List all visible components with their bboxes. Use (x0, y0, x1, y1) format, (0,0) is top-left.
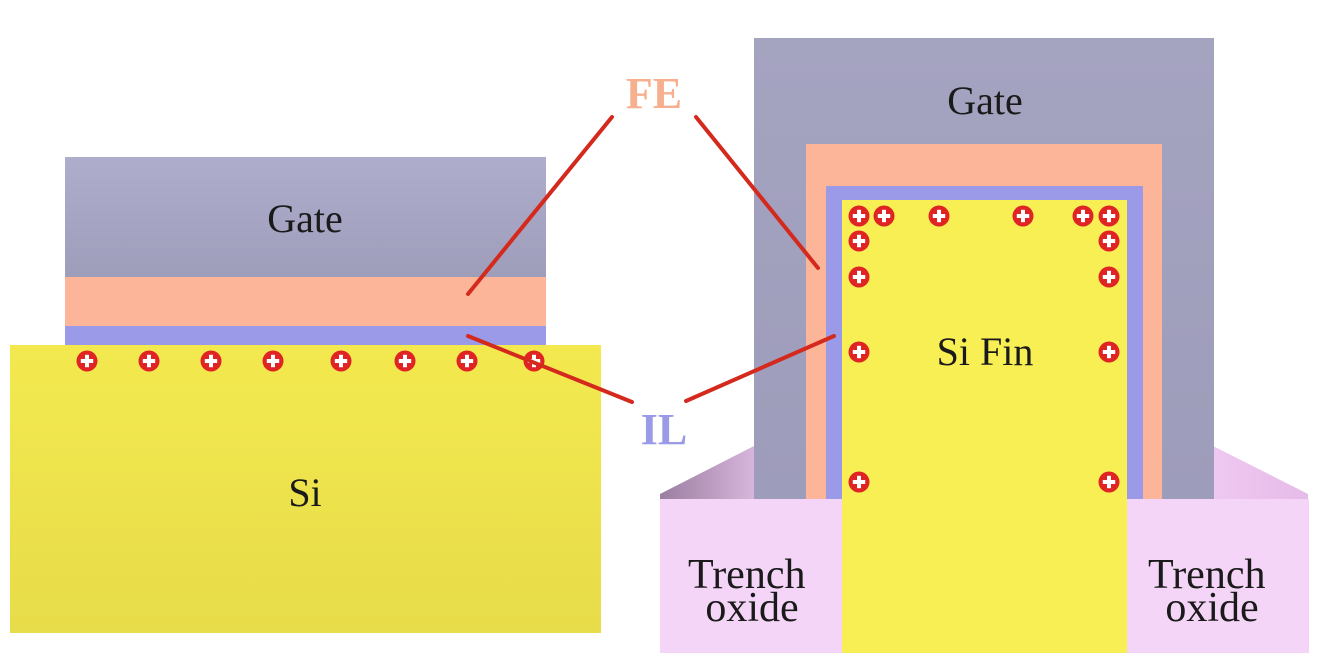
trench-left-line-1: Trench (688, 552, 805, 598)
finfet-fe-layer (806, 144, 1162, 499)
planar-gate (65, 157, 546, 277)
il-leader-right (684, 334, 836, 403)
si-fin-label: Si Fin (937, 329, 1034, 374)
trench-right-label: Trench oxide (1148, 552, 1276, 631)
charge-marker (456, 350, 478, 372)
charge-marker (848, 266, 870, 288)
planar-device: Gate Si (10, 157, 601, 633)
si-fin (842, 200, 1127, 653)
charge-marker (1098, 230, 1120, 252)
trench-oxide-right (1126, 499, 1309, 653)
il-callout-label: IL (641, 405, 687, 454)
charge-marker (1098, 205, 1120, 227)
charge-marker (76, 350, 98, 372)
charge-marker (928, 205, 950, 227)
trench-right-line-2: oxide (1165, 585, 1258, 631)
trench-right-line-1: Trench (1148, 552, 1265, 598)
finfet-device: Gate Si Fin Trench oxide Trench oxide (660, 38, 1309, 653)
fe-leader-right (694, 115, 820, 270)
trench-left-line-2: oxide (705, 585, 798, 631)
charge-marker (848, 230, 870, 252)
planar-si-substrate (10, 345, 601, 633)
charge-marker (1098, 341, 1120, 363)
planar-si-label: Si (288, 470, 321, 515)
charge-marker (848, 341, 870, 363)
charge-marker (200, 350, 222, 372)
charge-marker (138, 350, 160, 372)
planar-gate-label: Gate (267, 196, 343, 241)
planar-fe-layer (65, 277, 546, 326)
trench-oxide-left (660, 499, 843, 653)
il-leader-left (466, 334, 634, 404)
planar-il-layer (65, 326, 546, 345)
charge-marker (873, 205, 895, 227)
trench-top-right (1213, 446, 1308, 499)
charge-marker (394, 350, 416, 372)
callout-lines (466, 115, 836, 404)
fe-leader-left (466, 115, 614, 296)
charge-marker (848, 205, 870, 227)
finfet-gate-label: Gate (947, 78, 1023, 123)
charge-marker (1098, 266, 1120, 288)
charge-marker (262, 350, 284, 372)
trench-left-label: Trench oxide (688, 552, 816, 631)
fe-callout-label: FE (626, 69, 682, 118)
charge-marker (330, 350, 352, 372)
charge-marker (1012, 205, 1034, 227)
charge-marker (1072, 205, 1094, 227)
charge-marker (1098, 471, 1120, 493)
charge-marker (848, 471, 870, 493)
trench-top-left (660, 446, 754, 499)
